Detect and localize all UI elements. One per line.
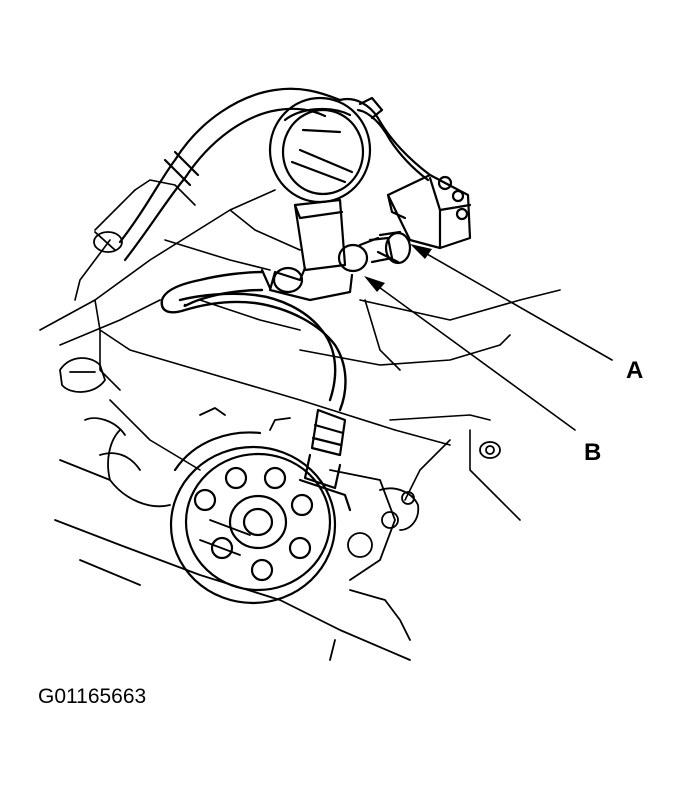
pump-body	[199, 407, 501, 641]
arrowhead-a	[410, 244, 432, 259]
leader-line-a	[419, 249, 613, 361]
callout-arrowheads	[364, 244, 432, 292]
engine-block-outline	[39, 179, 561, 521]
lower-hose	[160, 270, 347, 412]
leader-line-b	[371, 281, 576, 431]
pump-hose-fitting	[298, 408, 352, 512]
callout-label-a: A	[626, 357, 643, 384]
arrowhead-b	[364, 276, 385, 292]
shutoff-valve-block	[368, 173, 472, 265]
figure-code: G01165663	[38, 685, 146, 708]
callout-leaders	[371, 249, 613, 431]
pump-pulley	[169, 431, 337, 605]
upper-hose	[118, 87, 432, 262]
left-side-components	[54, 231, 411, 661]
callout-label-b: B	[584, 439, 601, 466]
gauge-stem-and-tee	[260, 198, 380, 302]
